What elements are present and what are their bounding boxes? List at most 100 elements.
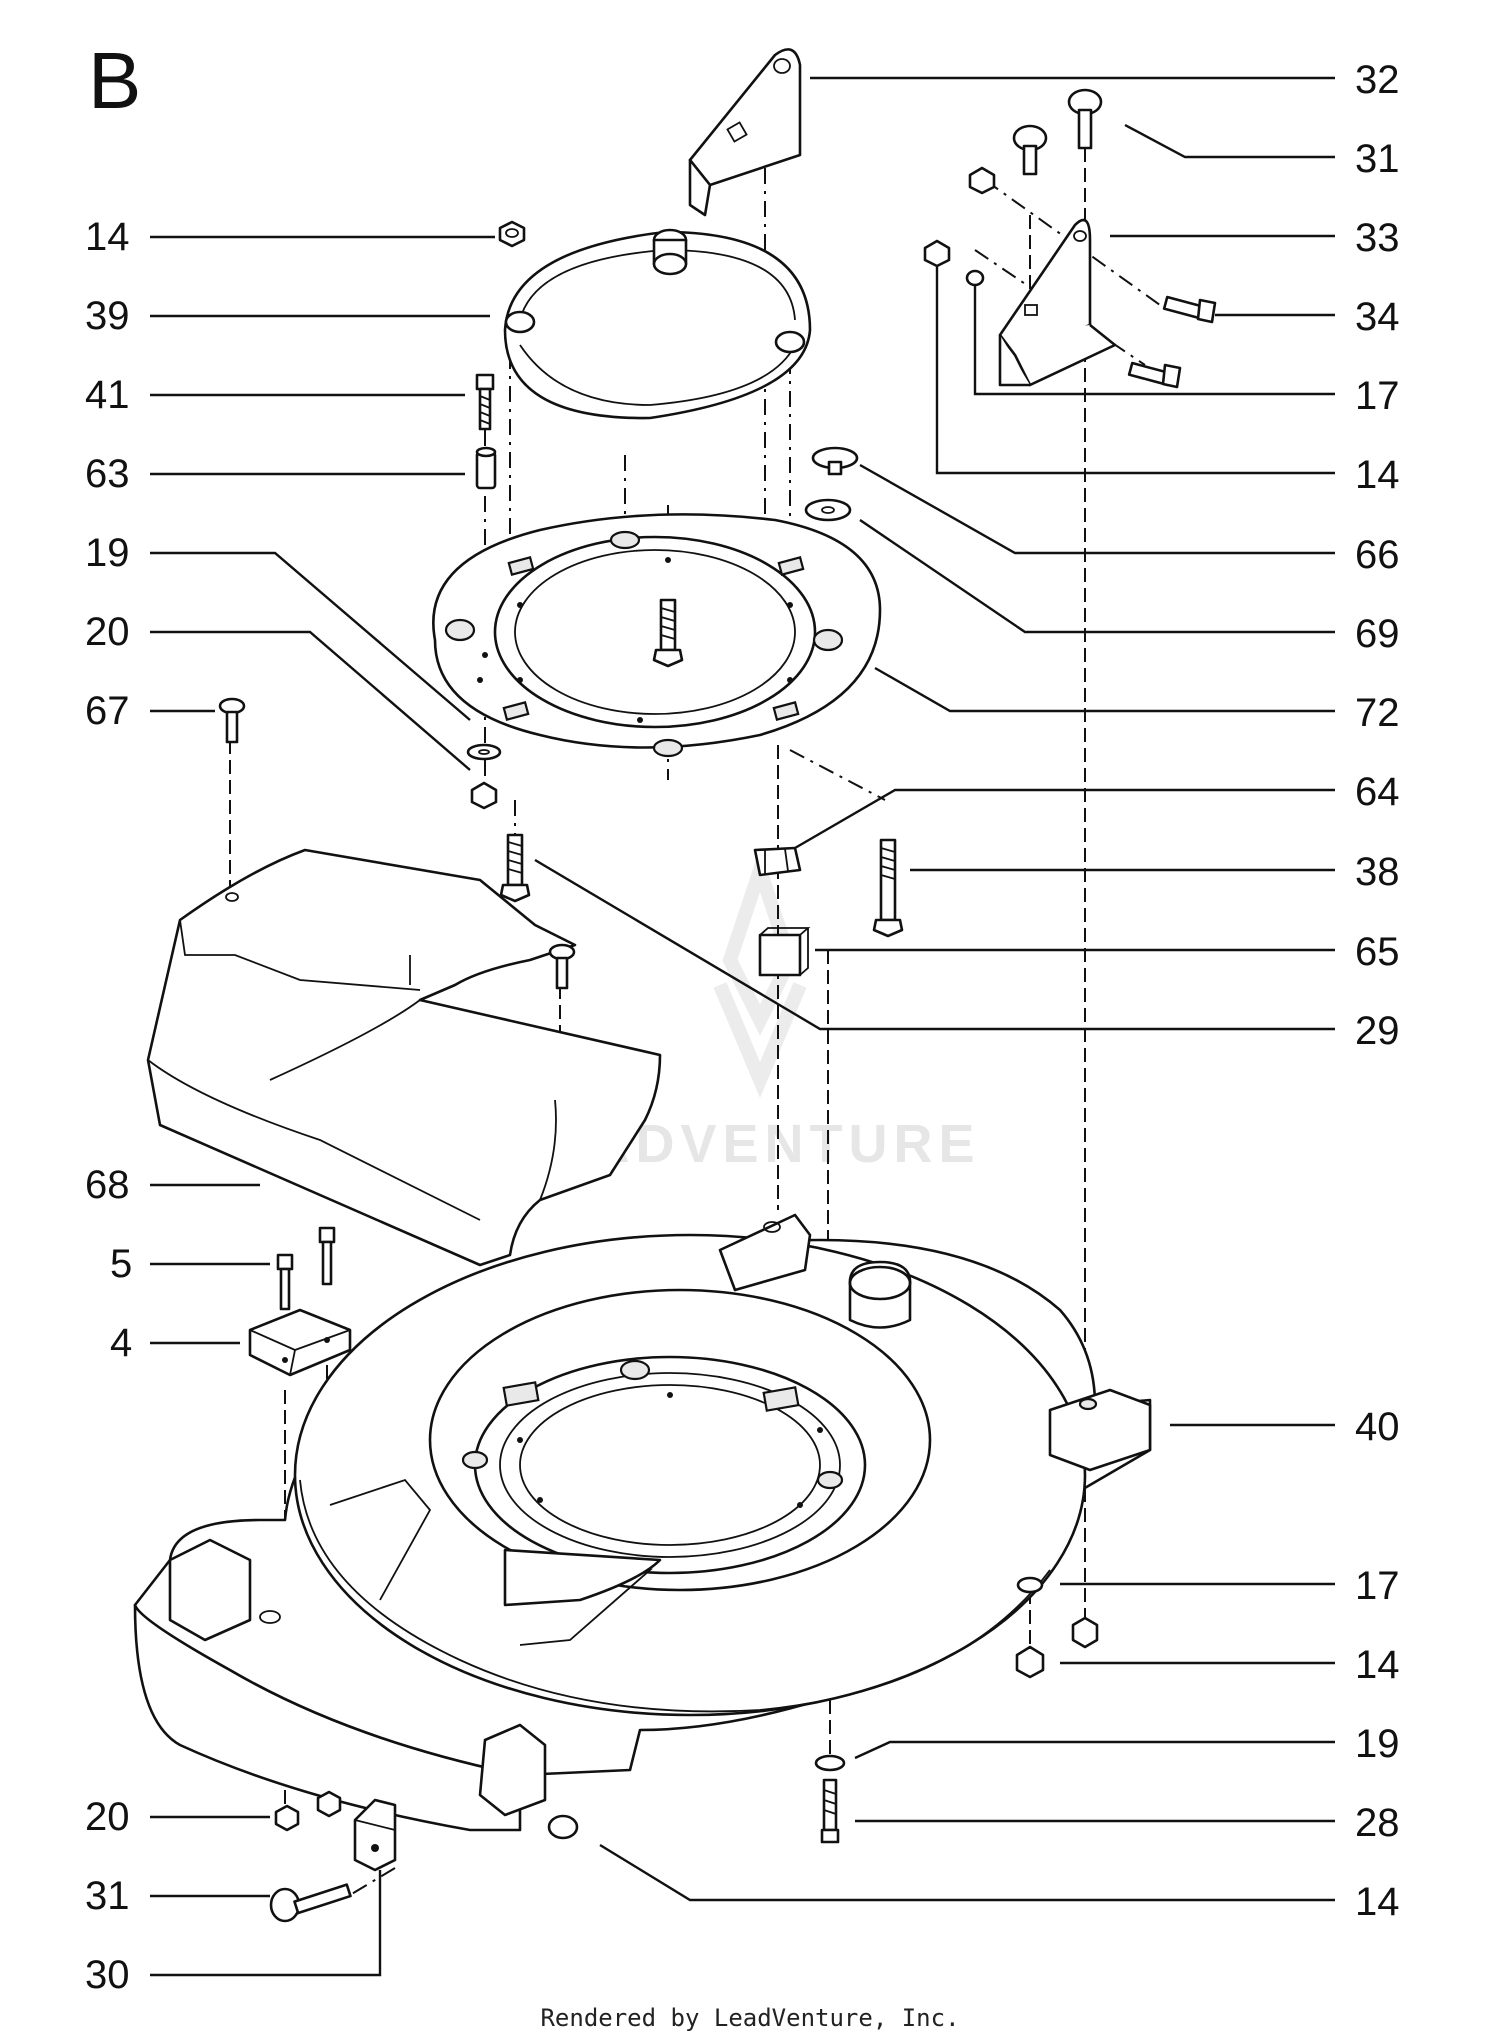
callout-label: 41 (85, 373, 130, 417)
callout-label: 14 (1355, 1880, 1400, 1924)
part-14-nut-bottom-a (1015, 1645, 1045, 1679)
part-17-washer-bracket (965, 269, 985, 287)
callout-29[interactable]: 29 (534, 858, 1400, 1053)
callout-label: 69 (1355, 612, 1400, 656)
part-17-washer-bottom (1016, 1576, 1044, 1594)
part-5-bolt-b (318, 1226, 336, 1286)
part-40-deck (133, 1213, 1152, 1832)
left-callouts: 14 39 41 63 19 20 67 68 (85, 215, 495, 1997)
part-31-bolt-a (1067, 88, 1103, 150)
callout-63[interactable]: 63 (85, 452, 465, 496)
part-14-nut-top (498, 220, 526, 248)
callout-label: 34 (1355, 295, 1400, 339)
part-20-nut-top (470, 781, 498, 810)
part-69-washer (804, 498, 852, 522)
part-31-bolt-b (1012, 124, 1048, 176)
callout-14-bottom-right[interactable]: 14 (1060, 1643, 1400, 1687)
callout-30[interactable]: 30 (85, 1870, 382, 1997)
part-20-nut-bottom (274, 1804, 300, 1832)
callout-72[interactable]: 72 (874, 666, 1400, 735)
part-center-bolt (652, 598, 684, 668)
part-14-nut-bottom-b (1071, 1616, 1099, 1649)
callout-label: 28 (1355, 1801, 1400, 1845)
part-33-bracket (998, 218, 1117, 387)
part-32-bracket (688, 48, 802, 217)
part-64-clip (753, 846, 802, 877)
part-38-bolt (872, 838, 904, 938)
callout-label: 39 (85, 294, 130, 338)
callout-label: 20 (85, 610, 130, 654)
callout-label: 32 (1355, 58, 1400, 102)
callout-17-bottom[interactable]: 17 (1060, 1564, 1400, 1608)
callout-69[interactable]: 69 (859, 519, 1400, 656)
callout-label: 63 (85, 452, 130, 496)
part-31-bolt-bottom (269, 1883, 352, 1923)
part-68-cover (146, 848, 662, 1267)
part-14-nut-bottom-c (547, 1814, 579, 1840)
callout-label: 19 (1355, 1722, 1400, 1766)
callout-label: 17 (1355, 374, 1400, 418)
part-30-bracket (353, 1798, 397, 1872)
callout-label: 17 (1355, 1564, 1400, 1608)
part-19-washer-top (466, 743, 502, 761)
footer-credit: Rendered by LeadVenture, Inc. (540, 2004, 959, 2032)
callout-label: 14 (1355, 453, 1400, 497)
part-bolt-bracket-lower (1127, 361, 1182, 389)
callout-33[interactable]: 33 (1110, 216, 1400, 260)
callout-64[interactable]: 64 (794, 770, 1400, 850)
part-29-bolt (499, 833, 531, 903)
callout-32[interactable]: 32 (810, 58, 1400, 102)
callout-66[interactable]: 66 (859, 463, 1400, 577)
callout-label: 64 (1355, 770, 1400, 814)
part-28-bolt (820, 1778, 840, 1844)
right-callouts: 32 31 33 34 17 14 66 69 (534, 58, 1400, 1924)
callout-68[interactable]: 68 (85, 1163, 260, 1207)
part-66-cap (811, 446, 859, 476)
part-72-plate (432, 513, 882, 758)
callout-40[interactable]: 40 (1170, 1405, 1400, 1449)
callout-label: 14 (1355, 1643, 1400, 1687)
callout-14-bottom[interactable]: 14 (599, 1843, 1400, 1924)
callout-label: 14 (85, 215, 130, 259)
callout-34[interactable]: 34 (1215, 295, 1400, 339)
callout-28[interactable]: 28 (855, 1801, 1400, 1845)
callout-label: 19 (85, 531, 130, 575)
callout-14-top-left[interactable]: 14 (85, 215, 495, 259)
callout-20-bottom[interactable]: 20 (85, 1795, 270, 1839)
callout-67[interactable]: 67 (85, 689, 215, 733)
callout-19-bottom[interactable]: 19 (854, 1722, 1400, 1766)
callout-label: 31 (1355, 137, 1400, 181)
part-4-bracket (248, 1308, 352, 1377)
callout-38[interactable]: 38 (910, 850, 1400, 894)
callout-label: 38 (1355, 850, 1400, 894)
part-14-nut-bracket-a (968, 166, 996, 195)
callout-label: 30 (85, 1953, 130, 1997)
callout-31-top[interactable]: 31 (1124, 123, 1400, 181)
callout-39[interactable]: 39 (85, 294, 490, 338)
callout-label: 5 (110, 1242, 132, 1286)
callout-17-top[interactable]: 17 (973, 285, 1400, 418)
callout-5[interactable]: 5 (110, 1242, 270, 1286)
callout-41[interactable]: 41 (85, 373, 465, 417)
callout-19-top[interactable]: 19 (85, 531, 471, 721)
callout-label: 4 (110, 1321, 132, 1365)
callout-label: 65 (1355, 930, 1400, 974)
callout-20-top[interactable]: 20 (85, 610, 471, 771)
callout-label: 20 (85, 1795, 130, 1839)
part-screw-cover (548, 943, 576, 990)
part-67-screw (218, 697, 246, 744)
part-14-nut-bracket-b (923, 239, 951, 268)
callout-4[interactable]: 4 (110, 1321, 240, 1365)
part-34-bolt (1162, 295, 1217, 324)
part-5-bolt-a (276, 1253, 294, 1311)
part-65-block (758, 927, 811, 977)
section-letter: B (88, 36, 141, 125)
part-19-washer-bottom (814, 1754, 846, 1772)
callout-14-top-right[interactable]: 14 (935, 262, 1400, 497)
callout-label: 67 (85, 689, 130, 733)
callout-31-bottom[interactable]: 31 (85, 1874, 270, 1918)
callout-label: 66 (1355, 533, 1400, 577)
callout-65[interactable]: 65 (815, 930, 1400, 974)
callout-label: 40 (1355, 1405, 1400, 1449)
